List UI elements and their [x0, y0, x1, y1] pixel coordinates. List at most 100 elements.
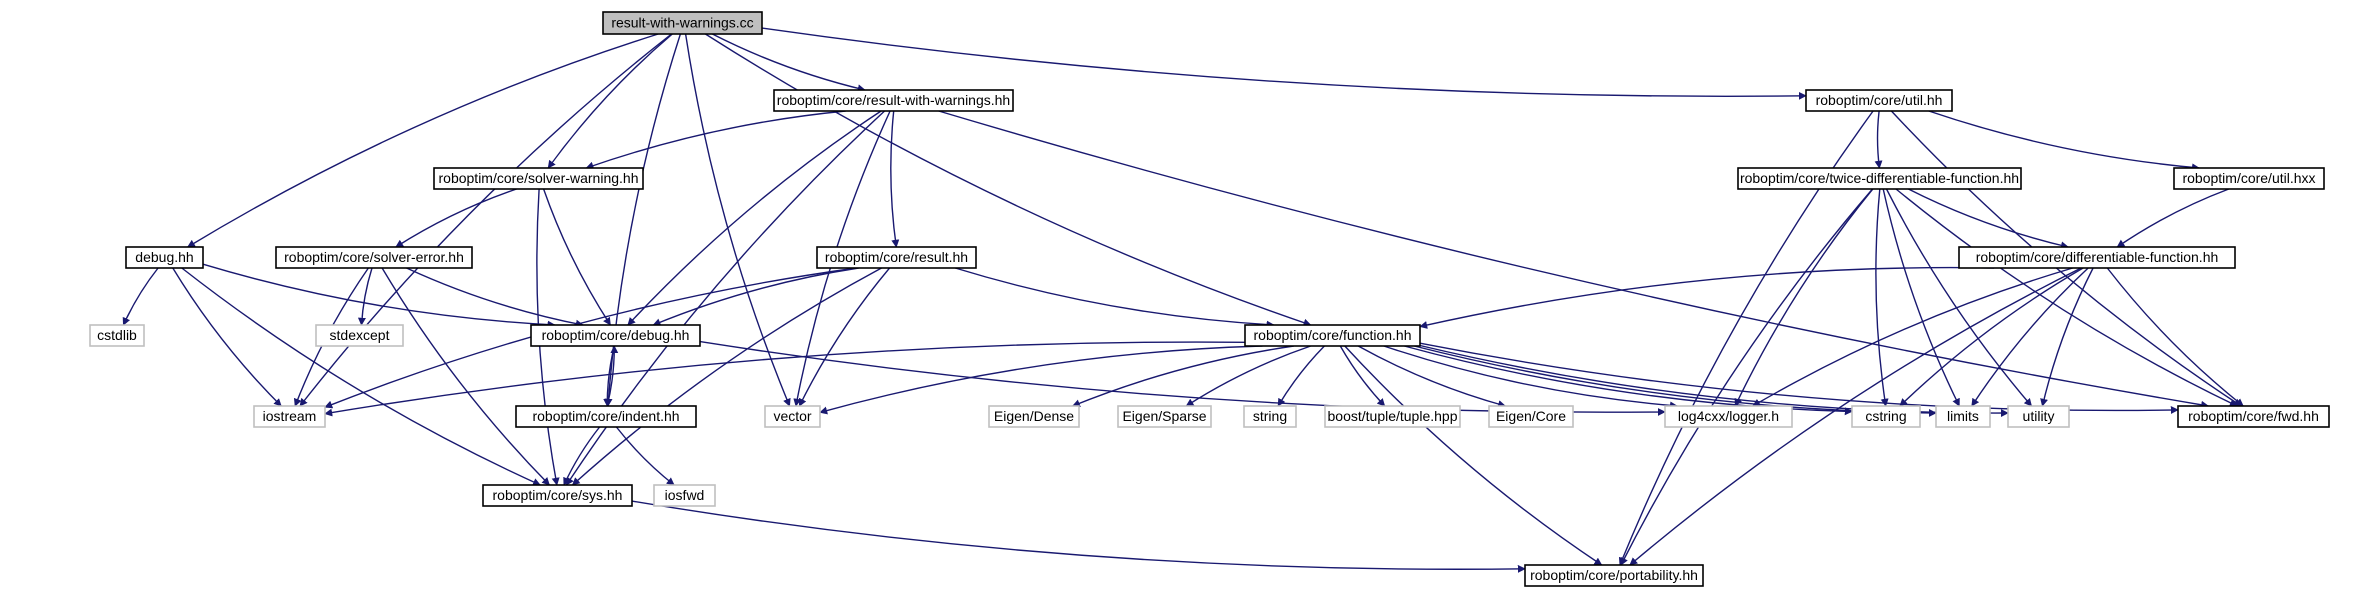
- node-tdf[interactable]: roboptim/core/twice-differentiable-funct…: [1737, 167, 2022, 190]
- node-util-box: [1805, 89, 1953, 112]
- node-utility-box: [2007, 405, 2070, 428]
- edge-rww-to-cdebug: [627, 110, 882, 326]
- edge-result-to-vector: [798, 267, 891, 407]
- edge-df-to-utility: [2040, 267, 2094, 407]
- node-cstring-box: [1851, 405, 1921, 428]
- node-se[interactable]: roboptim/core/solver-error.hh: [275, 246, 473, 269]
- node-utility: utility: [2007, 405, 2070, 428]
- node-se-label: roboptim/core/solver-error.hh: [284, 249, 464, 265]
- node-cdebug-label: roboptim/core/debug.hh: [542, 327, 690, 343]
- node-util[interactable]: roboptim/core/util.hh: [1805, 89, 1953, 112]
- node-func-label: roboptim/core/function.hh: [1254, 327, 1412, 343]
- edge-result-to-iostream: [324, 267, 857, 409]
- node-limits: limits: [1935, 405, 1991, 428]
- edge-tdf-to-limits: [1882, 188, 1960, 407]
- edge-tdf-to-log4: [1734, 188, 1874, 407]
- node-iosfwd: iosfwd: [653, 484, 716, 507]
- node-ecore-label: Eigen/Core: [1496, 408, 1566, 424]
- node-ecore: Eigen/Core: [1488, 405, 1574, 428]
- node-boost: boost/tuple/tuple.hpp: [1324, 405, 1461, 428]
- node-root-label: result-with-warnings.cc: [611, 15, 753, 31]
- node-vector: vector: [764, 405, 821, 428]
- edge-debug-to-iostream: [172, 267, 282, 407]
- node-port-label: roboptim/core/portability.hh: [1530, 567, 1698, 583]
- node-func-box: [1244, 324, 1421, 347]
- node-boost-label: boost/tuple/tuple.hpp: [1328, 408, 1458, 424]
- node-stdexcept-box: [315, 324, 404, 347]
- node-indent-label: roboptim/core/indent.hh: [532, 408, 679, 424]
- node-debug[interactable]: debug.hh: [125, 246, 204, 269]
- node-fwd-box: [2177, 405, 2330, 428]
- edge-root-to-vector: [684, 33, 791, 407]
- edge-tdf-to-port: [1620, 188, 1874, 566]
- edge-cdebug-to-log4: [699, 340, 1666, 416]
- node-iostream: iostream: [253, 405, 326, 428]
- edge-debug-to-cdebug: [202, 263, 556, 329]
- edge-util-to-uhxx: [1928, 110, 2200, 172]
- node-string-box: [1243, 405, 1297, 428]
- node-cdebug-box: [530, 324, 701, 347]
- node-cstdlib-box: [89, 324, 145, 347]
- node-rww[interactable]: roboptim/core/result-with-warnings.hh: [773, 89, 1014, 112]
- node-indent[interactable]: roboptim/core/indent.hh: [515, 405, 697, 428]
- edge-rww-to-sw: [585, 110, 846, 170]
- node-sw-label: roboptim/core/solver-warning.hh: [439, 170, 639, 186]
- node-result-box: [816, 246, 977, 269]
- edge-rww-to-result: [890, 110, 900, 248]
- node-utility-label: utility: [2023, 408, 2055, 424]
- edge-df-to-fwd: [2106, 267, 2244, 407]
- edge-uhxx-to-df: [2116, 188, 2230, 248]
- node-port[interactable]: roboptim/core/portability.hh: [1524, 564, 1704, 587]
- node-result-label: roboptim/core/result.hh: [825, 249, 968, 265]
- edge-tdf-to-cstring: [1875, 188, 1889, 407]
- node-port-box: [1524, 564, 1704, 587]
- node-df[interactable]: roboptim/core/differentiable-function.hh: [1958, 246, 2236, 269]
- edge-sw-to-se: [395, 188, 517, 248]
- edge-func-to-string: [1277, 345, 1325, 407]
- edge-debug-to-sys: [181, 267, 541, 486]
- node-string-label: string: [1253, 408, 1287, 424]
- edge-indent-to-cdebug: [606, 345, 619, 407]
- edge-sys-to-port: [631, 500, 1526, 573]
- node-boost-box: [1324, 405, 1461, 428]
- node-func[interactable]: roboptim/core/function.hh: [1244, 324, 1421, 347]
- node-sys[interactable]: roboptim/core/sys.hh: [482, 484, 633, 507]
- edge-rww-to-sys: [565, 110, 886, 486]
- node-rww-label: roboptim/core/result-with-warnings.hh: [777, 92, 1010, 108]
- node-cdebug[interactable]: roboptim/core/debug.hh: [530, 324, 701, 347]
- node-df-box: [1958, 246, 2236, 269]
- node-fwd[interactable]: roboptim/core/fwd.hh: [2177, 405, 2330, 428]
- edge-se-to-cdebug: [406, 267, 584, 328]
- node-sw[interactable]: roboptim/core/solver-warning.hh: [433, 167, 644, 190]
- node-cstdlib-label: cstdlib: [97, 327, 137, 343]
- node-vector-box: [764, 405, 821, 428]
- edge-func-to-edense: [1071, 345, 1294, 408]
- edge-func-to-log4: [1383, 345, 1678, 410]
- edge-util-to-tdf: [1874, 110, 1883, 169]
- edge-result-to-sys: [571, 267, 882, 486]
- edge-result-to-func: [954, 267, 1275, 329]
- node-debug-label: debug.hh: [135, 249, 193, 265]
- edge-tdf-to-fwd: [1895, 188, 2238, 407]
- node-sys-box: [482, 484, 633, 507]
- edge-util-to-fwd: [1890, 110, 2242, 407]
- edge-se-to-stdexcept: [357, 267, 373, 326]
- node-result[interactable]: roboptim/core/result.hh: [816, 246, 977, 269]
- node-root-box: [602, 11, 763, 35]
- node-uhxx[interactable]: roboptim/core/util.hxx: [2173, 167, 2325, 190]
- edge-root-to-util: [761, 27, 1807, 100]
- edge-debug-to-cstdlib: [122, 267, 159, 326]
- edge-func-to-utility: [1419, 344, 2009, 418]
- edge-root-to-iostream: [299, 33, 672, 407]
- node-string: string: [1243, 405, 1297, 428]
- node-root[interactable]: result-with-warnings.cc: [602, 11, 763, 35]
- node-iostream-label: iostream: [263, 408, 317, 424]
- node-edense: Eigen/Dense: [988, 405, 1080, 428]
- node-limits-label: limits: [1947, 408, 1979, 424]
- node-log4-label: log4cxx/logger.h: [1678, 408, 1779, 424]
- node-edense-label: Eigen/Dense: [994, 408, 1074, 424]
- edge-func-to-vector: [819, 345, 1263, 415]
- node-stdexcept: stdexcept: [315, 324, 404, 347]
- edge-df-to-port: [1629, 267, 2082, 566]
- node-debug-box: [125, 246, 204, 269]
